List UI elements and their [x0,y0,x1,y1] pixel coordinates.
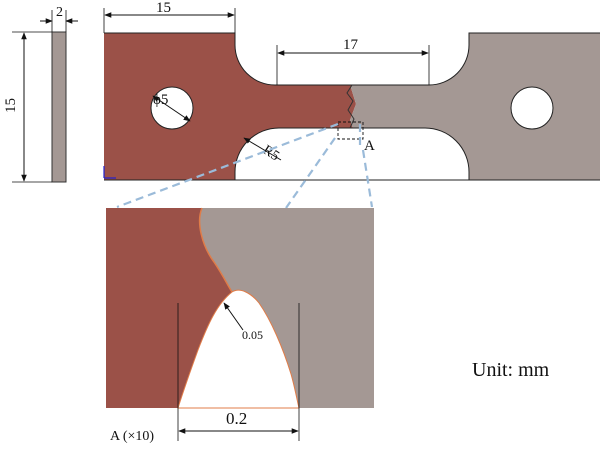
detail-notch [177,289,300,409]
side-view: 2 15 [3,5,78,183]
detail-view: 0.05 0.2 A (×10) [106,207,374,444]
specimen: 15 17 ϕ5 R5 A [103,0,600,181]
gauge-length-label: 17 [343,37,359,53]
specimen-left-half [104,33,357,180]
hole-diameter-label: ϕ5 [153,92,168,108]
detail-a-marker-box [337,121,364,140]
unit-label: Unit: mm [472,359,550,381]
detail-a-marker-label: A [364,138,375,154]
coordinate-axis-icon [103,166,116,179]
fillet-radius-label: R5 [260,143,282,164]
fracture-line [346,84,355,129]
detail-fracture-edge [198,207,233,293]
side-view-plate [51,31,67,183]
detail-width-label: 0.2 [226,409,247,428]
thickness-label: 2 [56,5,63,20]
grip-width-label: 15 [156,0,171,16]
tip-radius-leader [223,302,244,331]
detail-title: A (×10) [110,429,154,444]
height-label: 15 [3,98,19,113]
right-bolt-hole [510,86,554,130]
hole-diameter-leader [152,95,191,122]
detail-left-part [106,208,232,408]
fillet-radius-leader [243,137,282,161]
zoom-connectors [116,122,374,209]
tip-radius-label: 0.05 [242,328,263,342]
